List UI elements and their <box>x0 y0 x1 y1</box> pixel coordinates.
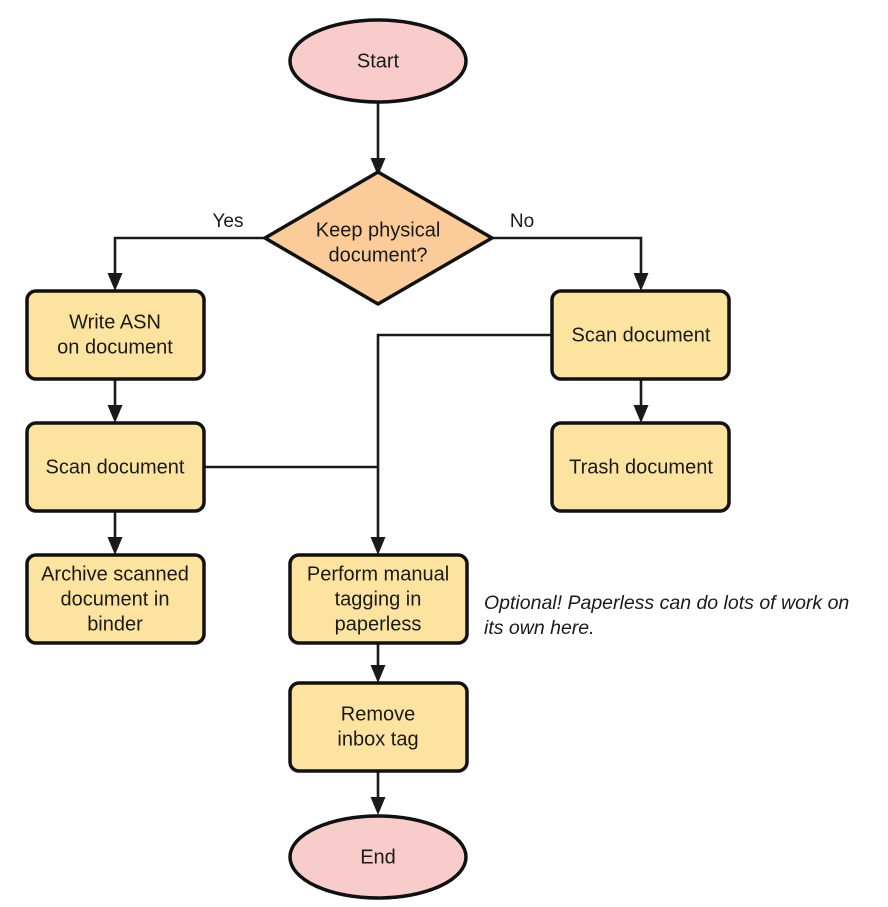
node-write-asn-label-line1: Write ASN <box>69 311 161 333</box>
node-scan-document-left-label: Scan document <box>46 456 185 478</box>
arrowhead <box>633 273 649 291</box>
edge-label-no: No <box>510 211 534 232</box>
node-trash-document-shape[interactable] <box>550 421 731 513</box>
edge-label-yes: Yes <box>213 211 244 232</box>
node-archive-label-line2: document in <box>61 588 170 610</box>
node-start-label: Start <box>357 50 400 72</box>
node-write-asn-shape[interactable] <box>25 289 206 381</box>
node-tagging-label-line2: tagging in <box>335 588 422 610</box>
node-archive-label-line1: Archive scanned <box>41 563 189 585</box>
node-decision-shape[interactable] <box>263 170 494 306</box>
node-trash-document[interactable]: Trash document <box>550 421 731 513</box>
arrowhead <box>107 537 123 555</box>
node-write-asn-label-line2: on document <box>57 336 173 358</box>
edge-line <box>376 333 552 543</box>
node-trash-document-label: Trash document <box>569 456 713 478</box>
optional-note-line2: its own here. <box>484 617 595 639</box>
node-decision-label-line1: Keep physical <box>316 219 441 241</box>
node-end[interactable]: End <box>288 814 468 900</box>
node-remove-inbox-tag[interactable]: Remove inbox tag <box>288 681 469 773</box>
node-start[interactable]: Start <box>288 18 468 104</box>
node-remove-inbox-tag-shape[interactable] <box>288 681 469 773</box>
edge-line <box>492 236 643 279</box>
node-decision-label-line2: document? <box>329 244 428 266</box>
edge-start-to-decision <box>370 101 386 176</box>
node-scan-document-left[interactable]: Scan document <box>25 421 206 513</box>
edge-line <box>113 236 265 279</box>
arrowhead <box>370 797 386 815</box>
optional-note: Optional! Paperless can do lots of work … <box>484 592 849 639</box>
node-scan-document-right-label: Scan document <box>572 324 711 346</box>
node-end-shape[interactable] <box>288 814 468 900</box>
nodes-layer: Start Keep physical document? Write ASN … <box>25 18 731 900</box>
edges-layer: Yes No <box>107 101 649 815</box>
edge-scan-right-to-tagging <box>370 333 552 555</box>
edge-decision-to-scan-right: No <box>492 211 649 291</box>
arrowhead <box>370 665 386 683</box>
node-scan-document-right[interactable]: Scan document <box>550 289 731 381</box>
arrowhead <box>633 405 649 423</box>
node-archive-shape[interactable] <box>25 553 206 645</box>
edge-remove-to-end <box>370 771 386 815</box>
edge-decision-to-write-asn: Yes <box>107 211 265 291</box>
node-tagging-shape[interactable] <box>288 553 469 645</box>
node-tagging-label-line3: paperless <box>335 613 422 635</box>
node-archive-scanned-document-in-binder[interactable]: Archive scanned document in binder <box>25 553 206 645</box>
arrowhead <box>370 158 386 176</box>
edge-write-asn-to-scan-left <box>107 379 123 423</box>
node-keep-physical-document-decision[interactable]: Keep physical document? <box>263 170 494 306</box>
node-scan-document-left-shape[interactable] <box>25 421 206 513</box>
arrowhead <box>370 537 386 555</box>
edge-scan-left-to-archive <box>107 511 123 555</box>
node-archive-label-line3: binder <box>87 613 143 635</box>
node-write-asn-on-document[interactable]: Write ASN on document <box>25 289 206 381</box>
edge-scan-right-to-trash <box>633 379 649 423</box>
node-remove-inbox-tag-label-line1: Remove <box>341 703 415 725</box>
node-tagging-label-line1: Perform manual <box>307 563 449 585</box>
node-end-label: End <box>360 846 396 868</box>
arrowhead <box>107 273 123 291</box>
optional-note-line1: Optional! Paperless can do lots of work … <box>484 592 849 614</box>
arrowhead <box>107 405 123 423</box>
node-scan-document-right-shape[interactable] <box>550 289 731 381</box>
edge-tagging-to-remove <box>370 642 386 683</box>
node-remove-inbox-tag-label-line2: inbox tag <box>337 728 418 750</box>
node-start-shape[interactable] <box>288 18 468 104</box>
node-perform-manual-tagging-in-paperless[interactable]: Perform manual tagging in paperless <box>288 553 469 645</box>
